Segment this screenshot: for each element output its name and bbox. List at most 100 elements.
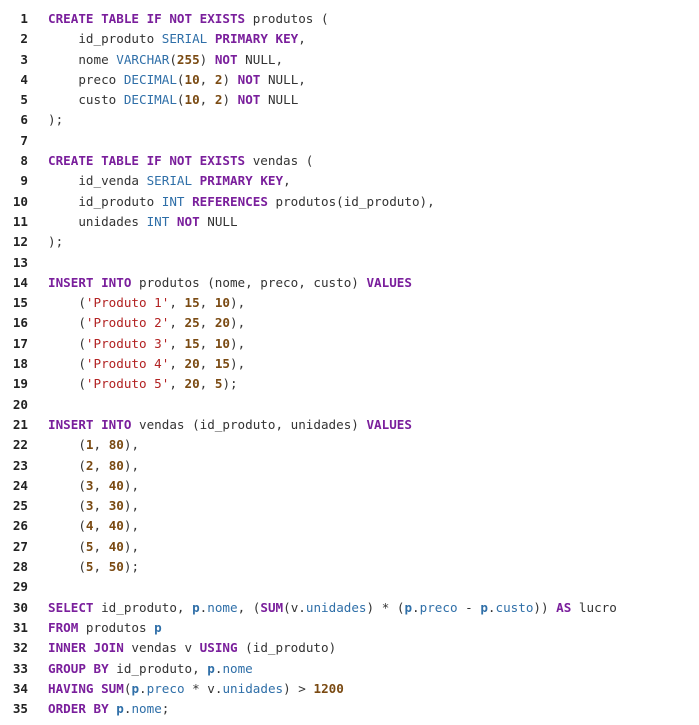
code-line[interactable]: 22 (1, 80),	[0, 435, 699, 455]
code-token-plain: ,	[93, 457, 109, 473]
code-token-plain: nome	[48, 51, 117, 67]
code-token-plain: ),	[123, 538, 140, 554]
code-line[interactable]: 26 (4, 40),	[0, 516, 699, 536]
code-token-plain: unidades	[48, 213, 147, 229]
code-token-plain: vendas (	[245, 153, 314, 169]
code-token-num: 10	[184, 71, 200, 87]
code-token-plain: ) >	[283, 680, 314, 696]
code-token-kw: NOT	[237, 71, 261, 87]
code-token-plain	[169, 214, 177, 229]
line-number: 34	[12, 680, 28, 696]
code-token-num: 10	[214, 295, 231, 311]
code-line[interactable]: 13	[0, 253, 699, 273]
code-token-prop: nome	[207, 599, 238, 615]
code-token-plain: NULL	[260, 92, 299, 108]
code-line[interactable]: 3 nome VARCHAR(255) NOT NULL,	[0, 50, 699, 70]
code-token-num: 5	[214, 376, 223, 392]
code-token-plain	[192, 173, 200, 188]
code-token-plain: (	[176, 92, 185, 108]
line-number: 4	[20, 71, 28, 87]
code-line[interactable]: 5 custo DECIMAL(10, 2) NOT NULL	[0, 90, 699, 110]
code-token-plain: NULL,	[237, 51, 284, 67]
code-text	[48, 131, 699, 151]
code-text: ORDER BY p.nome;	[48, 699, 699, 719]
code-line[interactable]: 4 preco DECIMAL(10, 2) NOT NULL,	[0, 70, 699, 90]
line-number: 6	[20, 112, 28, 128]
code-line[interactable]: 29	[0, 577, 699, 597]
code-token-plain: .	[214, 660, 223, 676]
code-line[interactable]: 20	[0, 395, 699, 415]
code-token-plain: ,	[169, 315, 185, 331]
code-line[interactable]: 12);	[0, 232, 699, 252]
code-line[interactable]: 9 id_venda SERIAL PRIMARY KEY,	[0, 171, 699, 191]
code-line[interactable]: 6);	[0, 110, 699, 130]
code-line[interactable]: 15 ('Produto 1', 15, 10),	[0, 293, 699, 313]
line-number: 13	[12, 254, 28, 270]
code-token-num: 20	[184, 356, 200, 372]
code-line[interactable]: 23 (2, 80),	[0, 456, 699, 476]
code-token-kw: VALUES	[366, 274, 412, 290]
line-number: 10	[12, 193, 28, 209]
code-line[interactable]: 24 (3, 40),	[0, 476, 699, 496]
code-token-num: 15	[214, 356, 231, 372]
code-line[interactable]: 17 ('Produto 3', 15, 10),	[0, 334, 699, 354]
code-token-kw: REFERENCES	[192, 193, 268, 209]
code-token-num: 5	[85, 538, 94, 554]
code-token-str: 'Produto 1'	[85, 295, 170, 311]
code-token-plain: ) * (	[366, 599, 405, 615]
code-token-kw: SUM	[101, 680, 124, 696]
code-token-str: 'Produto 3'	[85, 335, 170, 351]
code-token-str: 'Produto 5'	[85, 376, 170, 392]
code-token-num: 255	[176, 51, 200, 67]
code-line[interactable]: 11 unidades INT NOT NULL	[0, 212, 699, 232]
line-number: 25	[12, 498, 28, 514]
code-line[interactable]: 7	[0, 131, 699, 151]
code-token-plain: ),	[230, 356, 246, 372]
code-line[interactable]: 25 (3, 30),	[0, 496, 699, 516]
code-line[interactable]: 18 ('Produto 4', 20, 15),	[0, 354, 699, 374]
code-token-plain: id_produto	[48, 31, 162, 47]
code-token-type: DECIMAL	[123, 92, 177, 108]
code-token-plain: produtos	[78, 619, 155, 635]
code-token-str: 'Produto 2'	[85, 315, 170, 331]
line-number: 32	[12, 640, 28, 656]
code-text: nome VARCHAR(255) NOT NULL,	[48, 50, 699, 70]
code-token-alias: p	[480, 599, 488, 615]
line-number: 12	[12, 234, 28, 250]
code-line[interactable]: 16 ('Produto 2', 25, 20),	[0, 313, 699, 333]
code-line[interactable]: 27 (5, 40),	[0, 537, 699, 557]
code-token-plain: ,	[283, 173, 291, 189]
code-token-plain: ),	[123, 498, 140, 514]
code-line[interactable]: 19 ('Produto 5', 20, 5);	[0, 374, 699, 394]
code-token-alias: p	[207, 660, 215, 676]
code-text: ('Produto 5', 20, 5);	[48, 374, 699, 394]
code-token-plain: .	[123, 701, 132, 717]
code-token-alias: p	[116, 701, 124, 717]
code-text: FROM produtos p	[48, 618, 699, 638]
code-token-plain: id_produto	[48, 193, 162, 209]
code-token-plain: produtos (nome, preco, custo)	[131, 274, 367, 290]
code-token-plain: ,	[199, 295, 215, 311]
code-token-plain: (	[48, 518, 86, 534]
code-text: id_venda SERIAL PRIMARY KEY,	[48, 171, 699, 191]
code-text: INSERT INTO produtos (nome, preco, custo…	[48, 273, 699, 293]
code-text: CREATE TABLE IF NOT EXISTS produtos (	[48, 9, 699, 29]
code-line[interactable]: 2 id_produto SERIAL PRIMARY KEY,	[0, 29, 699, 49]
code-text: ('Produto 2', 25, 20),	[48, 313, 699, 333]
code-line[interactable]: 28 (5, 50);	[0, 557, 699, 577]
code-line[interactable]: 10 id_produto INT REFERENCES produtos(id…	[0, 192, 699, 212]
code-text: id_produto INT REFERENCES produtos(id_pr…	[48, 192, 699, 212]
code-token-plain: );	[48, 112, 64, 128]
code-token-plain: );	[48, 234, 64, 250]
